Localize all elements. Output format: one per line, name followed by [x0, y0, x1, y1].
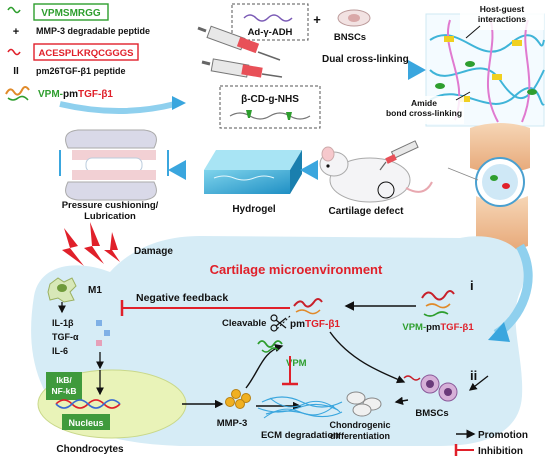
knee-to-micro-arrowhead: [488, 322, 510, 342]
tgf-squiggle-icon: [7, 48, 21, 56]
vpm-sequence-box: [33, 3, 109, 21]
joint-cushion-icon: [59, 129, 169, 201]
peptide-panel: VPMSMRGG + MMP-3 degradable peptide ACES…: [5, 3, 150, 101]
conjugate-peptide-icon: [5, 86, 30, 101]
legend-inhibition-label: Inhibition: [478, 446, 523, 457]
synthesis-plus: +: [313, 12, 321, 27]
bmscs-cell-icon: [337, 9, 371, 27]
rat-to-hydrogel-arrowhead: [300, 160, 318, 180]
pmtgf-peptide-icon: [293, 298, 323, 315]
knee-joint-icon: [447, 123, 530, 251]
legend-promotion-label: Promotion: [478, 430, 528, 441]
pm26-peptide-label: pm26TGF-β1 peptide: [36, 66, 126, 76]
mmp3-degradable-label: MMP-3 degradable peptide: [36, 26, 150, 36]
pressure-lubrication-label: Pressure cushioning/Lubrication: [62, 200, 159, 222]
m1-label: M1: [88, 285, 102, 296]
damage-lightning-icon: [62, 222, 120, 266]
syringe-top-icon: [197, 25, 281, 61]
mmp3-label: MMP-3: [217, 418, 248, 429]
damage-label: Damage: [134, 246, 173, 257]
peptide-squiggle-icon: [7, 6, 21, 14]
bcd-nhs-box: β-CD-g-NHS: [219, 85, 321, 129]
cytokine-particles-icon: [96, 320, 110, 346]
plus-sign: +: [13, 26, 19, 38]
equals-sign: II: [13, 66, 19, 77]
mmp3-to-cleavage-arrow: [245, 343, 284, 389]
bmsc-cells-icon: [403, 374, 458, 402]
bcd-chain-icon: [229, 112, 311, 120]
cleavable-label: Cleavable: [222, 318, 266, 329]
hydrogel-block-icon: [204, 150, 302, 194]
cleave-dash: [275, 315, 291, 331]
path-i-label: i: [470, 278, 474, 293]
amide-label-bg: [384, 96, 464, 124]
dual-crosslinking-label: Dual cross-linking: [322, 54, 409, 65]
tgf-sequence-box: [33, 43, 139, 61]
ikb-label: IkB/NF-kB: [51, 375, 76, 396]
nucleus-box: [62, 414, 110, 430]
vpm-sequence: VPMSMRGG: [41, 8, 101, 19]
dual-crosslinking-arrowhead: [408, 60, 426, 80]
syringe-injection-icon: [379, 140, 419, 171]
tgfa-label: TGF-α: [52, 332, 79, 342]
ecm-fibers-icon: [257, 396, 343, 419]
ii-arrow: [468, 375, 489, 391]
ecm-degradation-label: ECM degradation: [261, 430, 339, 441]
nucleus-label: Nucleus: [68, 418, 103, 428]
bmscs-micro-label: BMSCs: [415, 408, 448, 419]
ikb-box: [46, 372, 82, 400]
bmsc-to-differentiation-arrow: [394, 396, 409, 405]
chondrocytes-label: Chondrocytes: [56, 444, 124, 455]
cartilage-defect-label: Cartilage defect: [328, 206, 404, 217]
host-guest-pointer: [465, 25, 481, 39]
ad-adh-box: Ad-γ-ADH: [231, 3, 309, 41]
microenvironment-title: Cartilage microenvironment: [210, 262, 383, 277]
tgf-sequence: ACESPLKRQCGGGS: [38, 48, 133, 59]
mmp3-enzyme-icon: [225, 389, 251, 409]
legend: Promotion Inhibition: [454, 429, 528, 457]
bcd-nhs-label: β-CD-g-NHS: [241, 94, 299, 105]
dna-helix-icon: [55, 399, 121, 409]
vpm-fragment-icon: [257, 340, 283, 353]
bnscs-label: BNSCs: [334, 32, 366, 43]
path-ii-label: ii: [470, 368, 477, 383]
hydrogel-to-cushion-arrowhead: [168, 160, 186, 180]
il6-label: IL-6: [52, 346, 68, 356]
ad-adh-label: Ad-γ-ADH: [248, 27, 293, 38]
peptide-to-syringe-arrow: [59, 101, 176, 114]
vpm-label: VPM: [286, 358, 307, 369]
vpm-pmtgf-micro-label: VPM-pmTGF-β1: [402, 322, 474, 333]
pmtgf-to-bmsc-arrow: [329, 331, 406, 384]
vpm-pmtgf-complex-icon: [421, 290, 455, 317]
scissors-icon: [270, 314, 287, 332]
chondrogenic-cells-icon: [346, 391, 382, 417]
syringe-bottom-icon: [201, 58, 283, 78]
il1b-label: IL-1β: [52, 318, 74, 328]
ad-adh-chain-icon: [243, 14, 293, 22]
rat-icon: [319, 146, 433, 203]
peptide-to-syringe-arrowhead: [172, 96, 186, 110]
negative-feedback-label: Negative feedback: [136, 292, 228, 304]
pmtgf-label: pmTGF-β1: [290, 319, 340, 330]
host-guest-label-bg: [460, 2, 544, 30]
hydrogel-label: Hydrogel: [232, 204, 276, 215]
vpm-pmtgf-label: VPM-pmTGF-β1: [38, 89, 113, 100]
m1-macrophage-icon: [47, 277, 77, 303]
amide-pointer: [455, 91, 471, 101]
